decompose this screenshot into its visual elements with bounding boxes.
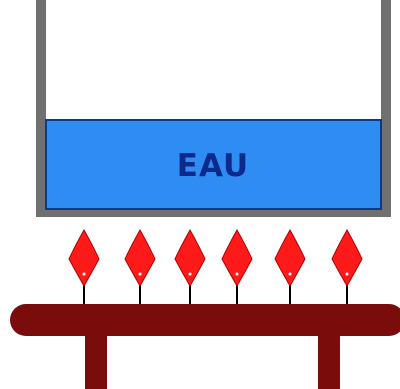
flame (331, 228, 363, 288)
pot-left-wall (36, 0, 46, 217)
flame-spark (288, 272, 292, 276)
pot-bottom (36, 209, 391, 217)
burner-tube (10, 304, 400, 336)
flame (221, 228, 253, 288)
flame-spark (82, 272, 86, 276)
flame-spark (235, 272, 239, 276)
water-label: EAU (177, 148, 249, 184)
burner (10, 304, 400, 389)
flames (68, 228, 363, 306)
flame-spark (138, 272, 142, 276)
flame (174, 228, 206, 288)
flame (274, 228, 306, 288)
flame (68, 228, 100, 288)
pot (36, 0, 391, 217)
flame-spark (345, 272, 349, 276)
pot-right-wall (381, 0, 391, 217)
flame (124, 228, 156, 288)
water (45, 119, 382, 210)
flame-spark (188, 272, 192, 276)
burner-left-leg (85, 334, 107, 389)
burner-right-leg (318, 334, 340, 389)
